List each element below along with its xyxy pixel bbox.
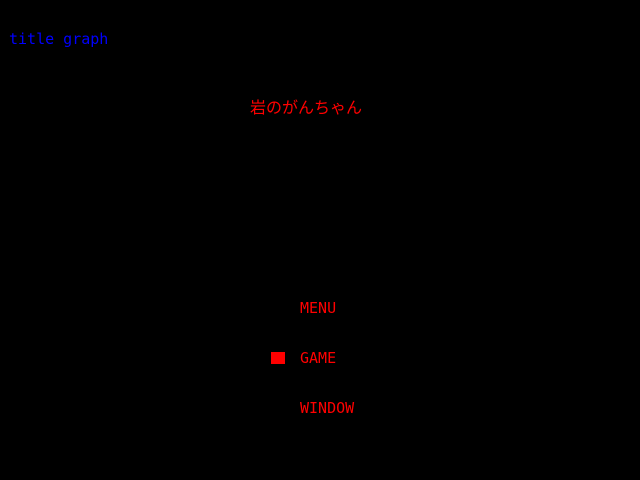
menu-item-game[interactable]: GAME <box>300 349 337 367</box>
game-title: 岩のがんちゃん <box>250 98 363 117</box>
selection-cursor-icon <box>271 352 285 364</box>
menu-item-window[interactable]: WINDOW <box>300 399 355 417</box>
menu-item-menu[interactable]: MENU <box>300 299 337 317</box>
title-graph-placeholder-label: title graph <box>9 30 109 48</box>
